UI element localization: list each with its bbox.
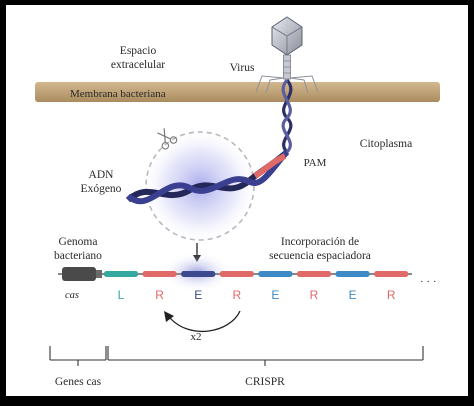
array-ellipsis: · · · — [420, 276, 437, 288]
crispr-bracket — [107, 346, 424, 366]
crispr-unit-repeat — [374, 271, 409, 277]
crispr-label: CRISPR — [245, 376, 285, 388]
pam-label: PAM — [304, 157, 327, 169]
crispr-unit-letter: L — [118, 288, 125, 302]
virus-label: Virus — [230, 62, 255, 74]
membrane-label: Membrana bacteriana — [70, 88, 166, 100]
crispr-unit-letter: R — [155, 288, 164, 302]
crispr-unit-spacer — [258, 271, 293, 277]
crispr-unit-letter: R — [232, 288, 241, 302]
cas-gene-box — [62, 267, 96, 281]
crispr-unit-letter: E — [194, 288, 202, 302]
exogenous-dna-helix — [125, 149, 290, 205]
crispr-unit-repeat — [297, 271, 331, 277]
exogenous-dna-label-line1: ADN — [89, 169, 115, 181]
crispr-unit-new-spacer — [181, 271, 216, 277]
bacterial-genome-label-line2: bacteriano — [54, 250, 102, 262]
cytoplasm-label: Citoplasma — [360, 138, 412, 150]
crispr-unit-repeat — [219, 271, 254, 277]
crispr-unit-letter: E — [271, 288, 279, 302]
pam-segment — [253, 153, 287, 179]
extracellular-label-line2: extracelular — [111, 59, 165, 71]
crispr-unit-letter: R — [387, 288, 396, 302]
crispr-unit-repeat — [142, 271, 177, 277]
spacer-incorporation-label-line1: Incorporación de — [281, 236, 359, 248]
scissors-icon — [157, 128, 178, 150]
bacterial-genome-label-line1: Genoma — [59, 236, 98, 248]
injected-dna — [281, 78, 293, 154]
crispr-unit-letter: R — [310, 288, 319, 302]
cas-gene-connector — [96, 270, 102, 278]
bacterial-membrane — [35, 82, 440, 102]
extracellular-label-line1: Espacio — [120, 45, 157, 57]
crispr-unit-spacer — [335, 271, 370, 277]
genes-cas-bracket — [49, 346, 107, 366]
crispr-unit-leader — [104, 271, 138, 277]
genes-cas-label: Genes cas — [55, 376, 102, 388]
spacer-incorporation-label-line2: secuencia espaciadora — [269, 250, 371, 262]
virus-icon — [255, 16, 319, 94]
cas-label: cas — [65, 290, 79, 301]
curved-arrow-icon — [164, 310, 241, 333]
crispr-unit-letter: E — [349, 288, 357, 302]
exogenous-dna-label-line2: Exógeno — [81, 183, 122, 195]
repeat-count-label: x2 — [191, 331, 202, 343]
